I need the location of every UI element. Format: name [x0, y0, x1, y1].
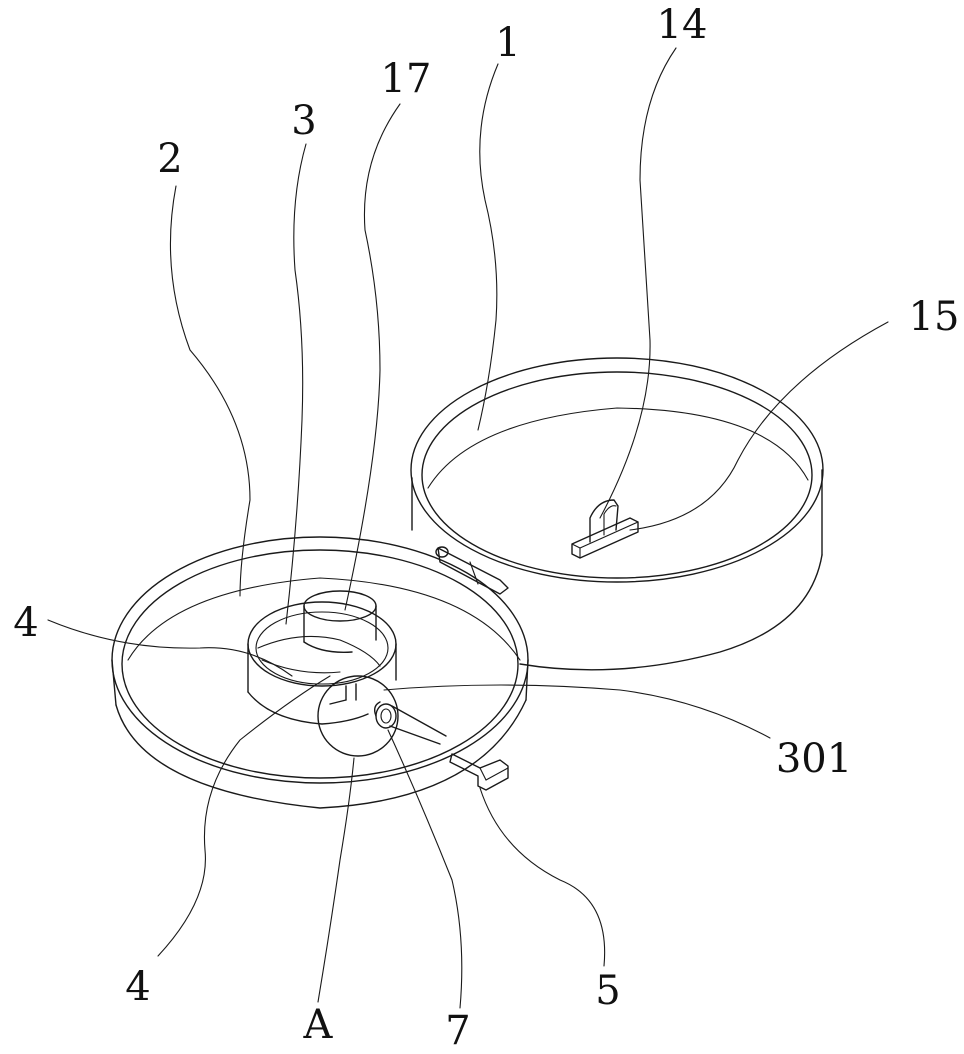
hinge [436, 547, 508, 594]
label-4-upper: 4 [13, 600, 38, 646]
labels: 1 14 17 3 2 15 4 301 4 5 A 7 [13, 2, 959, 1054]
label-1: 1 [495, 20, 520, 66]
center-assembly [248, 591, 396, 724]
detail-circle-a [318, 676, 398, 756]
leader-lines [48, 48, 888, 1008]
label-4-lower: 4 [125, 964, 150, 1010]
label-5: 5 [595, 968, 620, 1014]
label-2: 2 [157, 136, 182, 182]
label-14: 14 [657, 2, 708, 48]
label-7: 7 [445, 1008, 470, 1054]
label-3: 3 [291, 98, 316, 144]
label-17: 17 [381, 56, 432, 102]
label-A: A [303, 1002, 334, 1048]
label-301: 301 [776, 736, 852, 782]
label-15: 15 [909, 294, 960, 340]
